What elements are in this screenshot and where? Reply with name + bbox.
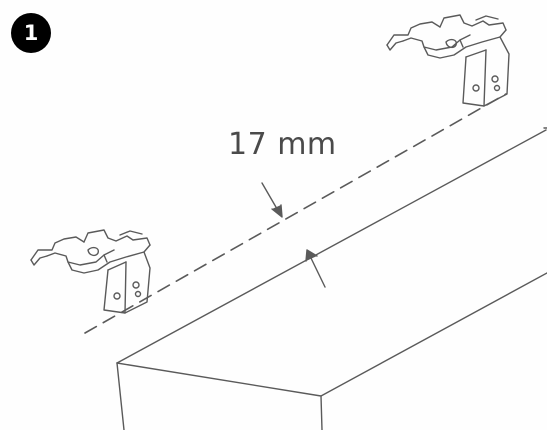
dimension-label: 17 mm xyxy=(228,127,337,162)
window-frame xyxy=(116,127,547,430)
right-bracket xyxy=(386,14,510,107)
dimension-arrows xyxy=(261,182,326,288)
step-number-badge: 1 xyxy=(11,13,51,53)
left-bracket xyxy=(30,229,151,314)
dashed-reference-line xyxy=(84,93,507,334)
step-number: 1 xyxy=(23,21,39,45)
